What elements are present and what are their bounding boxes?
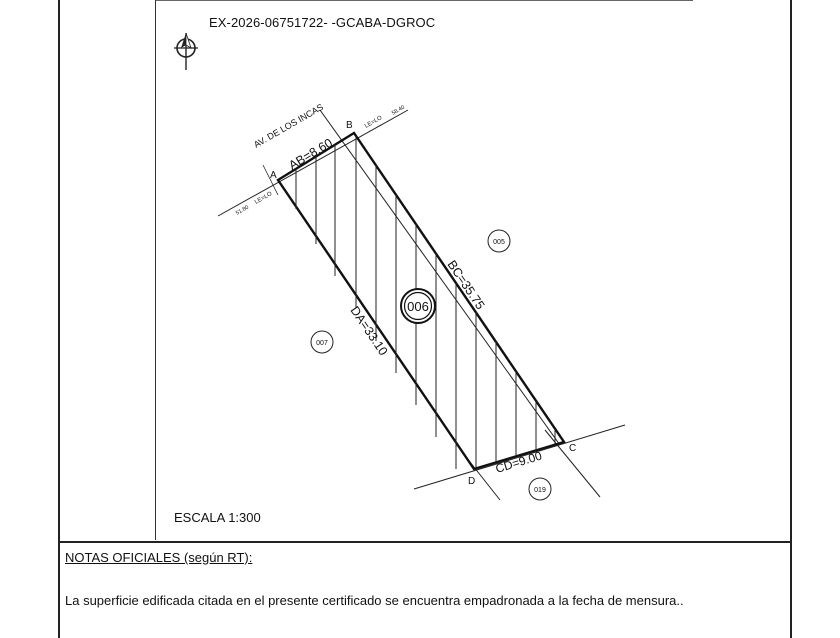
parcel-west-bubble: 007 <box>310 330 334 354</box>
dimension-cd: CD=9.00 <box>494 448 544 475</box>
vertex-b-label: B <box>346 120 353 131</box>
dimension-da: DA=33.10 <box>348 304 391 358</box>
parcel-hatching <box>295 136 556 469</box>
parcel-east-number: 005 <box>493 239 505 246</box>
dimension-bc: BC=35.75 <box>445 258 488 312</box>
dimension-ab: AB=8.60 <box>286 136 335 173</box>
parcel-006-outline <box>276 131 566 471</box>
vertex-a-label: A <box>270 170 277 181</box>
vertex-d-label: D <box>468 476 475 487</box>
plan-scale: ESCALA 1:300 <box>174 510 261 525</box>
notes-text: La superficie edificada citada en el pre… <box>65 593 684 608</box>
parcel-number-badge: 006 <box>400 288 436 324</box>
page-frame <box>58 0 792 638</box>
street-name: AV. DE LOS INCAS <box>252 102 325 150</box>
parcel-main-number: 006 <box>407 299 429 314</box>
street-line <box>217 109 409 217</box>
line-mark-left-number: 51.80 <box>235 205 250 217</box>
line-mark-left: LE=LO <box>254 191 274 206</box>
parcel-west-number: 007 <box>316 340 328 347</box>
north-arrow-icon <box>174 32 198 70</box>
rear-lot-line <box>413 424 626 490</box>
notes-title: NOTAS OFICIALES (según RT): <box>65 550 253 565</box>
vertex-c-label: C <box>569 443 576 454</box>
expediente-number: EX-2026-06751722- -GCABA-DGROC <box>209 15 436 30</box>
line-mark-right: LE=LO <box>364 115 384 130</box>
parcel-east-bubble: 005 <box>487 229 511 253</box>
parcel-south-bubble: 019 <box>528 477 552 501</box>
plan-frame <box>155 0 694 540</box>
notes-divider <box>58 541 790 543</box>
parcel-south-number: 019 <box>534 487 546 494</box>
